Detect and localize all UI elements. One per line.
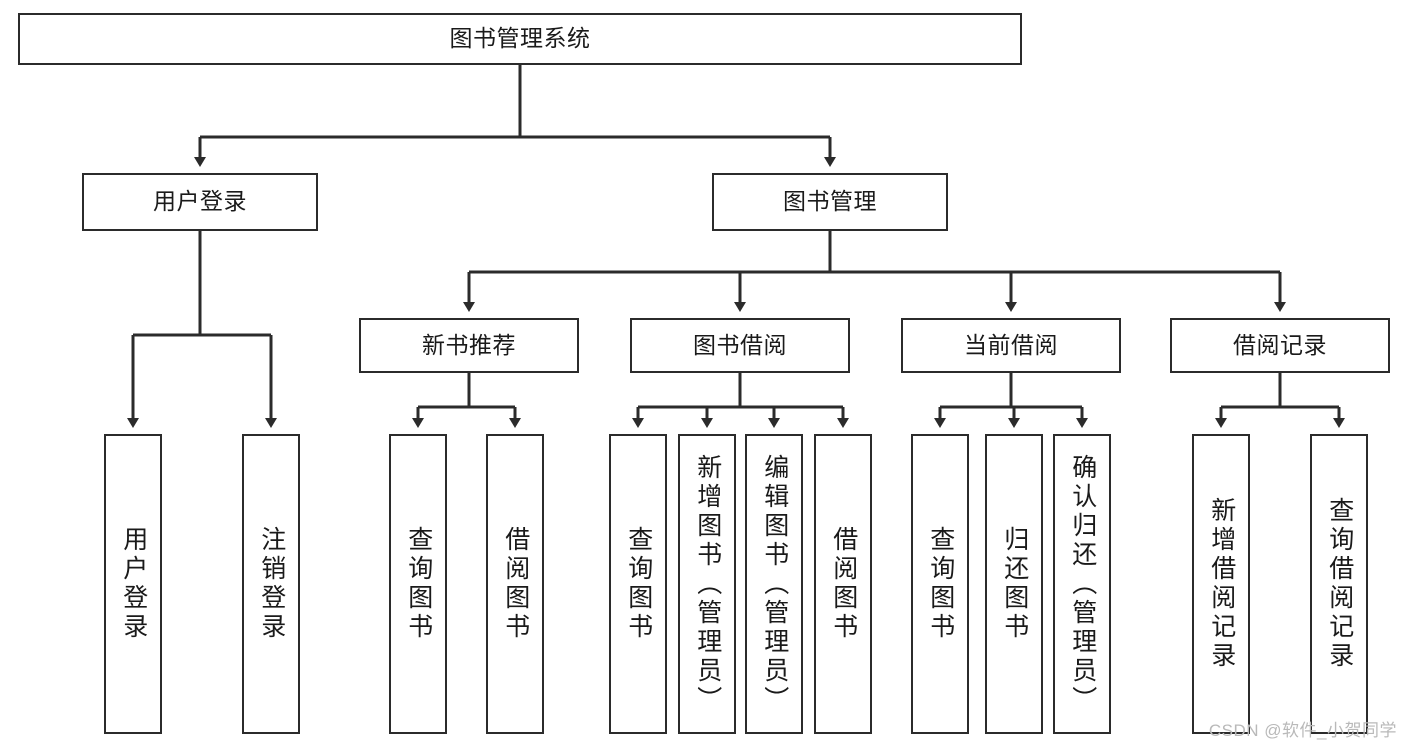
leaf-user-login[interactable]: 用户登录: [104, 434, 162, 734]
leaf-confirm-return-label: 确认归还（管理员）: [1068, 453, 1097, 715]
leaf-return-book-label: 归还图书: [1000, 526, 1029, 642]
leaf-edit-book[interactable]: 编辑图书（管理员）: [745, 434, 803, 734]
csdn-watermark: CSDN @软件_小贺同学: [1208, 721, 1397, 740]
leaf-user-login-label: 用户登录: [119, 526, 148, 642]
node-root[interactable]: 图书管理系统: [18, 13, 1022, 65]
node-user-login-label: 用户登录: [153, 188, 247, 215]
node-new-book-recommend-label: 新书推荐: [422, 331, 516, 358]
node-book-borrow-label: 图书借阅: [693, 331, 787, 358]
leaf-query-book-current[interactable]: 查询图书: [911, 434, 969, 734]
leaf-query-borrow-record-label: 查询借阅记录: [1325, 497, 1354, 671]
leaf-user-logout[interactable]: 注销登录: [242, 434, 300, 734]
leaf-add-borrow-record[interactable]: 新增借阅记录: [1192, 434, 1250, 734]
leaf-user-logout-label: 注销登录: [257, 526, 286, 642]
node-book-borrow[interactable]: 图书借阅: [630, 318, 850, 373]
node-current-borrow-label: 当前借阅: [964, 331, 1058, 358]
leaf-borrow-book-new-label: 借阅图书: [501, 526, 530, 642]
leaf-edit-book-label: 编辑图书（管理员）: [760, 453, 789, 715]
node-new-book-recommend[interactable]: 新书推荐: [359, 318, 579, 373]
node-user-login[interactable]: 用户登录: [82, 173, 318, 231]
leaf-query-book-new[interactable]: 查询图书: [389, 434, 447, 734]
leaf-query-book-borrow[interactable]: 查询图书: [609, 434, 667, 734]
node-borrow-record-label: 借阅记录: [1233, 331, 1327, 358]
leaf-add-book[interactable]: 新增图书（管理员）: [678, 434, 736, 734]
leaf-borrow-book-new[interactable]: 借阅图书: [486, 434, 544, 734]
leaf-add-book-label: 新增图书（管理员）: [693, 453, 722, 715]
leaf-confirm-return[interactable]: 确认归还（管理员）: [1053, 434, 1111, 734]
leaf-query-book-borrow-label: 查询图书: [624, 526, 653, 642]
node-borrow-record[interactable]: 借阅记录: [1170, 318, 1390, 373]
leaf-borrow-book-label: 借阅图书: [829, 526, 858, 642]
leaf-query-borrow-record[interactable]: 查询借阅记录: [1310, 434, 1368, 734]
leaf-query-book-new-label: 查询图书: [404, 526, 433, 642]
node-book-management-label: 图书管理: [783, 188, 877, 215]
leaf-add-borrow-record-label: 新增借阅记录: [1207, 497, 1236, 671]
leaf-borrow-book[interactable]: 借阅图书: [814, 434, 872, 734]
node-current-borrow[interactable]: 当前借阅: [901, 318, 1121, 373]
node-book-management[interactable]: 图书管理: [712, 173, 948, 231]
leaf-query-book-current-label: 查询图书: [926, 526, 955, 642]
node-root-label: 图书管理系统: [449, 25, 591, 52]
leaf-return-book[interactable]: 归还图书: [985, 434, 1043, 734]
